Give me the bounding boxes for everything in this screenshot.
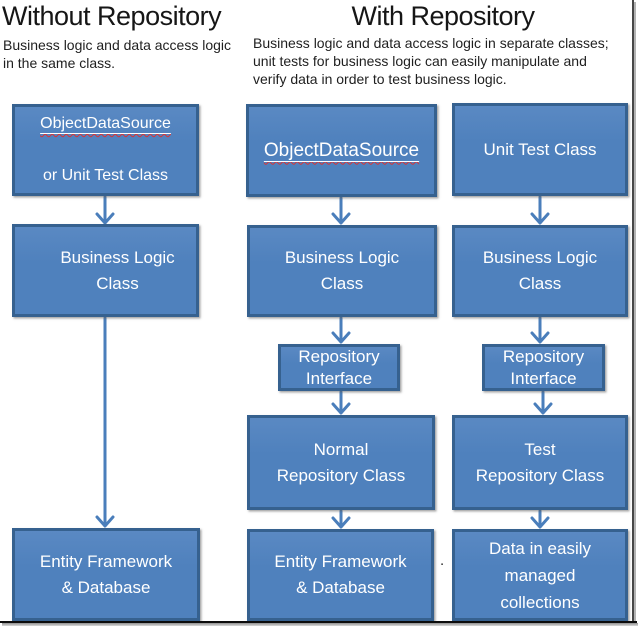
arrow-mid-interface-to-repository xyxy=(331,390,351,415)
arrow-left-business-to-database xyxy=(95,316,115,528)
frame-shadow-right xyxy=(634,2,636,626)
box-mid-business-logic: Business Logic Class xyxy=(247,225,437,317)
frame-shadow-bottom xyxy=(2,623,638,626)
left-title: Without Repository xyxy=(2,1,222,31)
arrow-test-repository-to-data xyxy=(530,509,550,529)
arrow-mid-source-to-business xyxy=(331,196,351,225)
box-test-repository-class-label: Test Repository Class xyxy=(475,439,605,485)
box-left-entity-framework-label: Entity Framework & Database xyxy=(39,551,173,597)
box-mid-normal-repository-label: Normal Repository Class xyxy=(276,439,406,485)
box-mid-repository-interface-label: Repository Interface xyxy=(298,346,380,388)
stray-period: . xyxy=(440,552,445,569)
box-left-business-logic-label: Business Logic Class xyxy=(60,247,175,293)
box-test-repository-class: Test Repository Class xyxy=(452,415,628,510)
left-description: Business logic and data access logic in … xyxy=(3,37,232,71)
box-mid-entity-framework-label: Entity Framework & Database xyxy=(274,552,407,597)
box-left-entity-framework: Entity Framework & Database xyxy=(12,528,200,621)
frame-border-bottom xyxy=(0,621,637,623)
box-test-repository-interface-label: Repository Interface xyxy=(502,346,585,388)
box-test-data-collections-label: Data in easily managed collections xyxy=(488,538,592,612)
box-left-objectdatasource: ObjectDataSource or Unit Test Class xyxy=(12,104,199,196)
box-mid-entity-framework: Entity Framework & Database xyxy=(247,529,434,621)
box-test-unit-test-class: Unit Test Class xyxy=(452,103,628,196)
box-test-business-logic: Business Logic Class xyxy=(452,225,628,317)
arrow-mid-repository-to-database xyxy=(331,509,351,529)
right-title: With Repository xyxy=(351,1,535,31)
box-mid-normal-repository: Normal Repository Class xyxy=(247,415,435,510)
arrow-test-interface-to-repository xyxy=(533,390,553,415)
arrow-test-source-to-business xyxy=(530,195,550,225)
box-test-repository-interface: Repository Interface xyxy=(482,344,605,391)
box-left-objectdatasource-label: ObjectDataSource or Unit Test Class xyxy=(40,115,171,184)
box-mid-repository-interface: Repository Interface xyxy=(278,344,400,391)
box-left-business-logic: Business Logic Class xyxy=(12,224,199,317)
box-test-business-logic-label: Business Logic Class xyxy=(482,248,598,293)
arrow-mid-business-to-interface xyxy=(331,316,351,344)
box-test-unit-test-class-label: Unit Test Class xyxy=(483,139,597,159)
box-mid-objectdatasource-label: ObjectDataSource xyxy=(263,139,420,161)
arrow-left-source-to-business xyxy=(95,195,115,225)
box-mid-objectdatasource: ObjectDataSource xyxy=(246,104,437,197)
frame-border-right xyxy=(632,0,634,625)
arrow-test-business-to-interface xyxy=(530,316,550,344)
box-test-data-collections: Data in easily managed collections xyxy=(452,529,628,621)
box-mid-business-logic-label: Business Logic Class xyxy=(284,248,400,293)
right-description: Business logic and data access logic in … xyxy=(253,35,609,87)
